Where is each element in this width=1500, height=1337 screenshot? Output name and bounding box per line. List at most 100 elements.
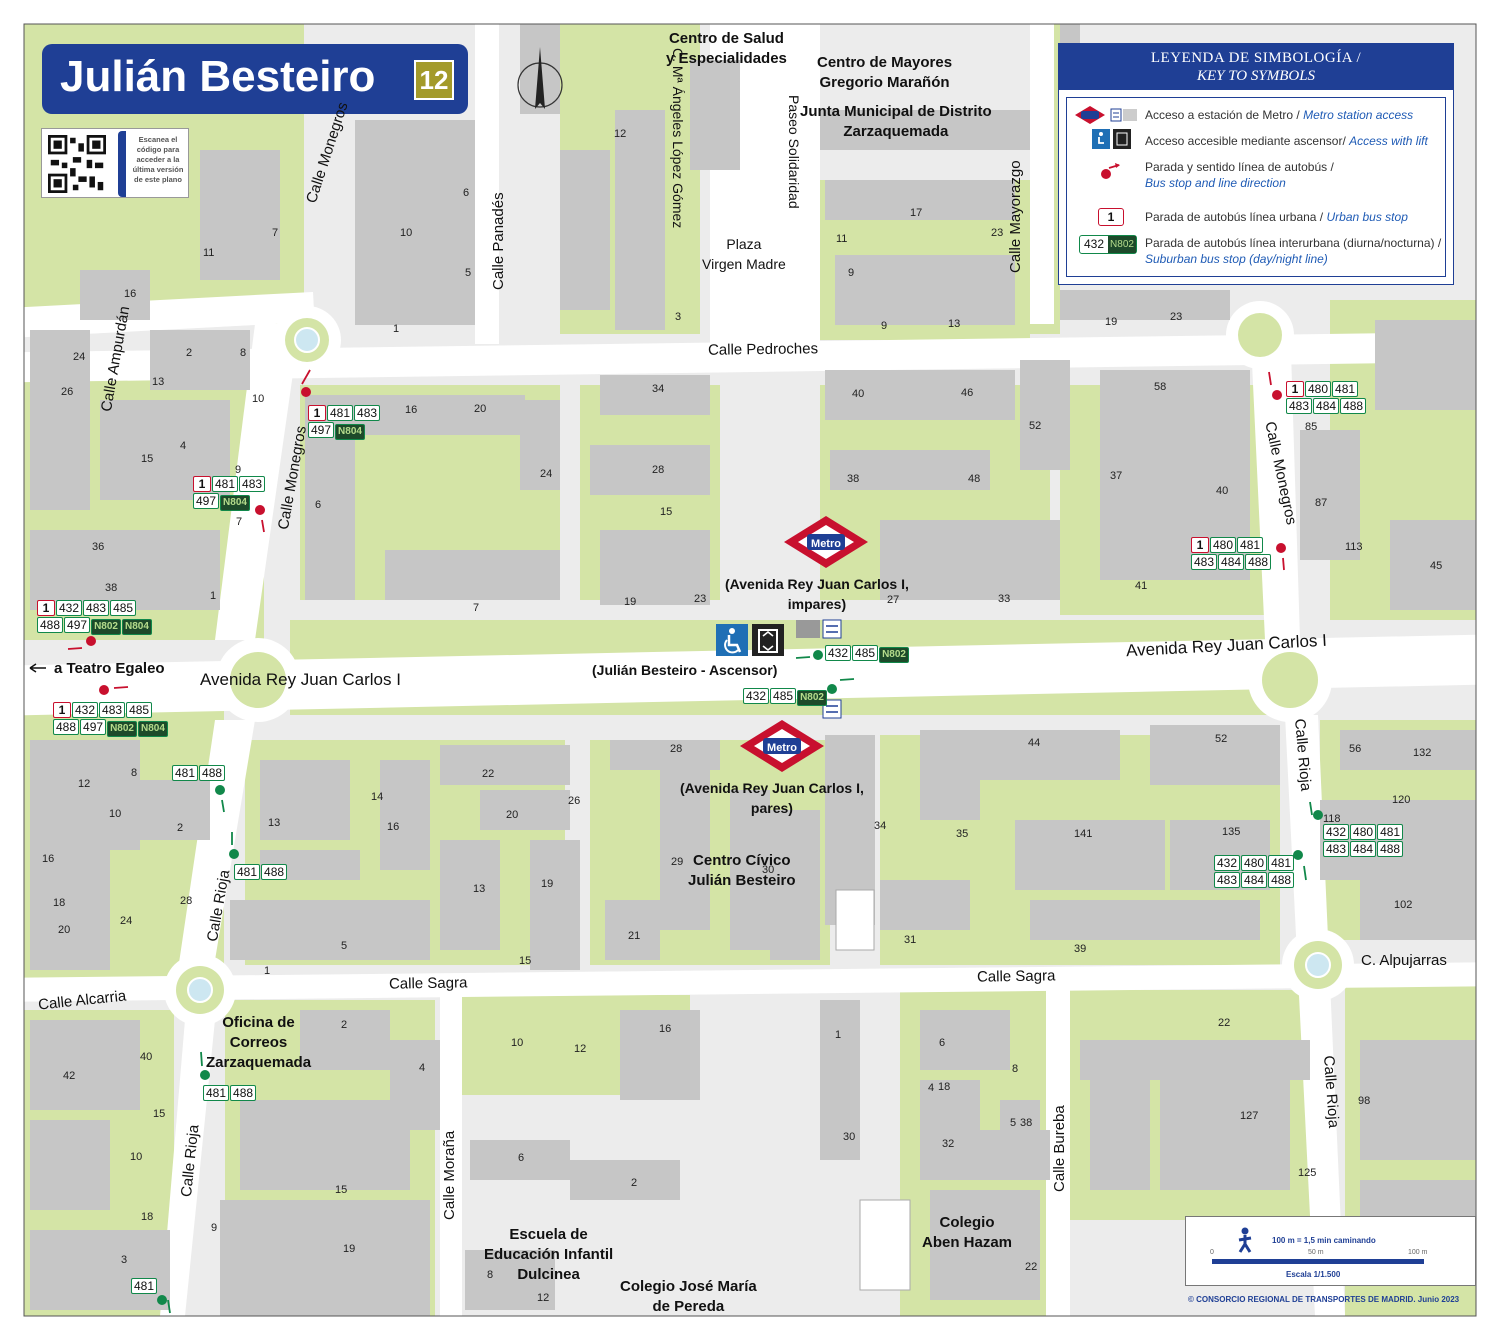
house-number: 16 <box>387 821 400 833</box>
suburban-bus-line: 481 <box>1377 824 1404 840</box>
house-number: 15 <box>153 1108 166 1120</box>
house-number: 6 <box>463 187 470 199</box>
metro-access-icon[interactable]: Metro <box>740 720 824 772</box>
house-number: 23 <box>991 227 1004 239</box>
house-number: 13 <box>152 376 165 388</box>
house-number: 12 <box>78 778 91 790</box>
night-bus-line: N804 <box>220 495 250 511</box>
bus-stop-icon <box>1101 163 1120 179</box>
legend-title-en: KEY TO SYMBOLS <box>1196 68 1316 84</box>
house-number: 15 <box>141 453 154 465</box>
house-number: 28 <box>670 743 683 755</box>
suburban-bus-line: 484 <box>1313 398 1340 414</box>
street-label: Calle Panadés <box>490 192 507 290</box>
suburban-bus-line: 432 <box>743 688 770 704</box>
qr-panel[interactable]: Escanea el código para acceder a la últi… <box>41 128 189 198</box>
house-number: 19 <box>541 878 554 890</box>
bus-badge-row: 481 <box>131 1278 158 1294</box>
house-number: 9 <box>881 320 888 332</box>
house-number: 4 <box>180 440 187 452</box>
house-number: 2 <box>341 1019 348 1031</box>
legend-item-urban: Parada de autobús línea urbana / Urban b… <box>1145 209 1408 225</box>
suburban-bus-line: 432 <box>72 702 99 718</box>
metro-access-icon[interactable]: Metro <box>784 516 868 568</box>
suburban-bus-line: 481 <box>203 1085 230 1101</box>
bus-stop-markers[interactable] <box>86 387 1323 1305</box>
legend-text-es: Parada y sentido línea de autobús / <box>1145 160 1334 174</box>
house-number: 10 <box>252 393 265 405</box>
house-number: 34 <box>874 820 887 832</box>
house-number: 11 <box>836 233 848 245</box>
legend-text-es: Acceso accesible mediante ascensor/ <box>1145 134 1350 148</box>
suburban-bus-line: 485 <box>110 600 137 616</box>
house-number: 10 <box>511 1037 524 1049</box>
interchange-icon <box>822 619 842 719</box>
bus-stop-badge-group[interactable]: 481 <box>131 1278 158 1294</box>
accessible-lift-icon[interactable] <box>716 624 784 656</box>
house-number: 8 <box>487 1269 494 1281</box>
suburban-bus-line: 488 <box>37 617 64 633</box>
station-title: Julián Besteiro <box>60 52 376 101</box>
house-number: 23 <box>1170 311 1183 323</box>
night-bus-line: N804 <box>335 424 365 440</box>
house-number: 38 <box>847 473 860 485</box>
house-number: 85 <box>1305 421 1318 433</box>
house-number: 15 <box>660 506 673 518</box>
night-bus-line: N802 <box>91 619 121 635</box>
qr-code-icon[interactable] <box>48 135 106 193</box>
suburban-bus-line: 432 <box>1214 855 1241 871</box>
house-number: 27 <box>887 594 900 606</box>
arrow-left-icon <box>29 663 46 673</box>
destination-label: a Teatro Egaleo <box>54 660 165 677</box>
legend-text-en: Metro station access <box>1303 108 1414 122</box>
house-number: 18 <box>141 1211 154 1223</box>
house-number: 9 <box>848 267 855 279</box>
house-number: 6 <box>315 499 322 511</box>
legend-item-lift: Acceso accesible mediante ascensor/ Acce… <box>1145 133 1428 149</box>
night-bus-line: N804 <box>121 619 152 635</box>
north-arrow-icon <box>517 47 563 109</box>
house-number: 4 <box>419 1062 426 1074</box>
metro-sign-label: Metro <box>767 742 797 754</box>
house-number: 1 <box>264 965 271 977</box>
house-number: 44 <box>1028 737 1041 749</box>
station-title-box: Julián Besteiro 12 <box>42 44 468 114</box>
house-number: 34 <box>652 383 665 395</box>
house-number: 125 <box>1298 1167 1317 1179</box>
night-bus-line: N802 <box>879 647 909 663</box>
poi-label: Centro Cívico Julián Besteiro <box>688 852 796 889</box>
house-number: 5 <box>1010 1117 1017 1129</box>
house-number: 15 <box>519 955 532 967</box>
house-number: 7 <box>272 227 279 239</box>
house-number: 33 <box>998 593 1011 605</box>
house-number: 48 <box>968 473 981 485</box>
house-number: 5 <box>341 940 348 952</box>
scale-tick-100: 100 m <box>1408 1249 1428 1256</box>
house-number: 118 <box>1323 813 1341 825</box>
legend-header: LEYENDA DE SIMBOLOGÍA / KEY TO SYMBOLS <box>1059 44 1453 90</box>
house-number: 8 <box>1012 1063 1019 1075</box>
house-number: 10 <box>109 808 122 820</box>
house-number: 13 <box>948 318 961 330</box>
house-number: 38 <box>1020 1117 1033 1129</box>
